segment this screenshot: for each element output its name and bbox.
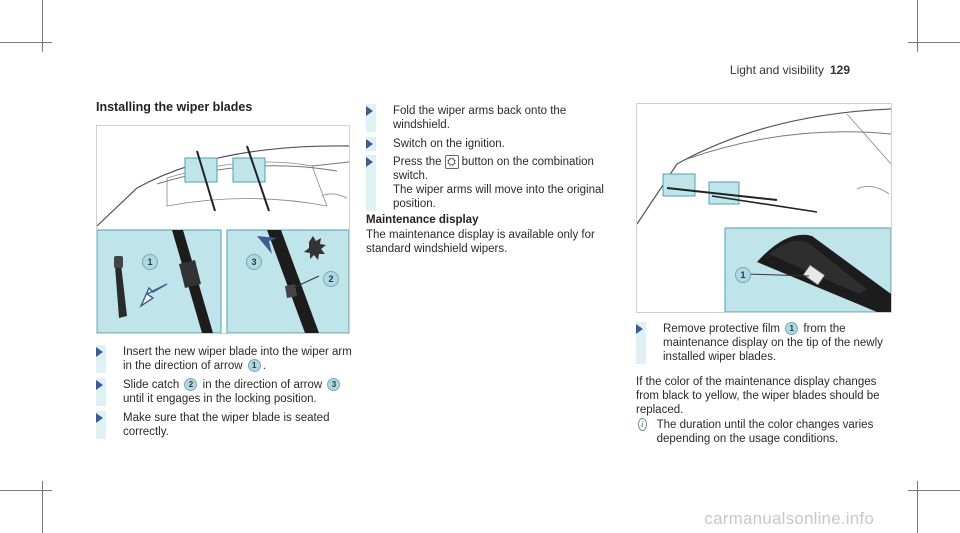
crop-mark: [0, 490, 52, 491]
step-arrow-icon: [366, 106, 373, 116]
page-title: Installing the wiper blades: [96, 100, 253, 114]
maintenance-display-figure: 1: [636, 103, 892, 313]
crop-mark: [917, 0, 918, 52]
step-remove-film: Remove protective film 1 from the mainte…: [636, 322, 898, 364]
color-change-paragraph: If the color of the maintenance display …: [636, 376, 880, 416]
step-bar: [636, 322, 646, 364]
step-text: Press the⛭button on the combination swit…: [393, 155, 604, 211]
page-header: Light and visibility 129: [730, 63, 850, 77]
page-number: 129: [829, 63, 850, 77]
crop-mark: [917, 481, 918, 533]
wiper-installation-figure: 1 3 2: [96, 125, 350, 334]
step-press-button: Press the⛭button on the combination swit…: [366, 155, 621, 212]
step-text: Make sure that the wiper blade is seated…: [123, 412, 330, 438]
info-note: i The duration until the color changes v…: [636, 418, 898, 446]
step-arrow-icon: [366, 157, 373, 167]
step-arrow-icon: [96, 347, 103, 357]
crop-mark: [908, 42, 960, 43]
step-bar: [96, 378, 106, 406]
step-bar: [96, 345, 106, 373]
watermark: carmanualsonline.info: [704, 509, 874, 528]
step-text: Remove protective film 1 from the mainte…: [663, 322, 883, 363]
crop-mark: [42, 0, 43, 52]
ref-1: 1: [785, 322, 799, 336]
step-text: Switch on the ignition.: [393, 138, 505, 150]
wiper-switch-icon: ⛭: [444, 155, 459, 169]
crop-mark: [908, 490, 960, 491]
step-check-seating: Make sure that the wiper blade is seated…: [96, 411, 356, 439]
step-arrow-icon: [636, 324, 643, 334]
ref-3: 3: [327, 378, 341, 392]
step-bar: [366, 155, 376, 212]
section-title: Light and visibility: [729, 63, 824, 77]
step-bar: [366, 104, 376, 132]
step-arrow-icon: [366, 139, 373, 149]
maintenance-body: The maintenance display is available onl…: [366, 229, 595, 255]
crop-mark: [42, 481, 43, 533]
step-text: Slide catch 2 in the direction of arrow …: [123, 378, 356, 406]
ref-1: 1: [247, 359, 261, 373]
callout-1: 1: [142, 254, 158, 270]
step-text: Fold the wiper arms back onto the windsh…: [393, 105, 567, 131]
step-text: Insert the new wiper blade into the wipe…: [123, 346, 352, 373]
step-ignition: Switch on the ignition.: [366, 137, 621, 151]
callout-3: 3: [246, 254, 262, 270]
step-bar: [96, 411, 106, 439]
note-text: The duration until the color changes var…: [656, 419, 874, 445]
step-insert-blade: Insert the new wiper blade into the wipe…: [96, 345, 356, 373]
step-arrow-icon: [96, 413, 103, 423]
callout-1: 1: [735, 267, 751, 283]
maintenance-heading: Maintenance display: [366, 214, 479, 226]
callout-2: 2: [323, 271, 339, 287]
step-arrow-icon: [96, 380, 103, 390]
crop-mark: [0, 42, 52, 43]
info-icon: i: [638, 418, 647, 431]
ref-2: 2: [184, 378, 198, 392]
step-slide-catch: Slide catch 2 in the direction of arrow …: [96, 378, 356, 406]
step-fold-arms: Fold the wiper arms back onto the windsh…: [366, 104, 621, 132]
